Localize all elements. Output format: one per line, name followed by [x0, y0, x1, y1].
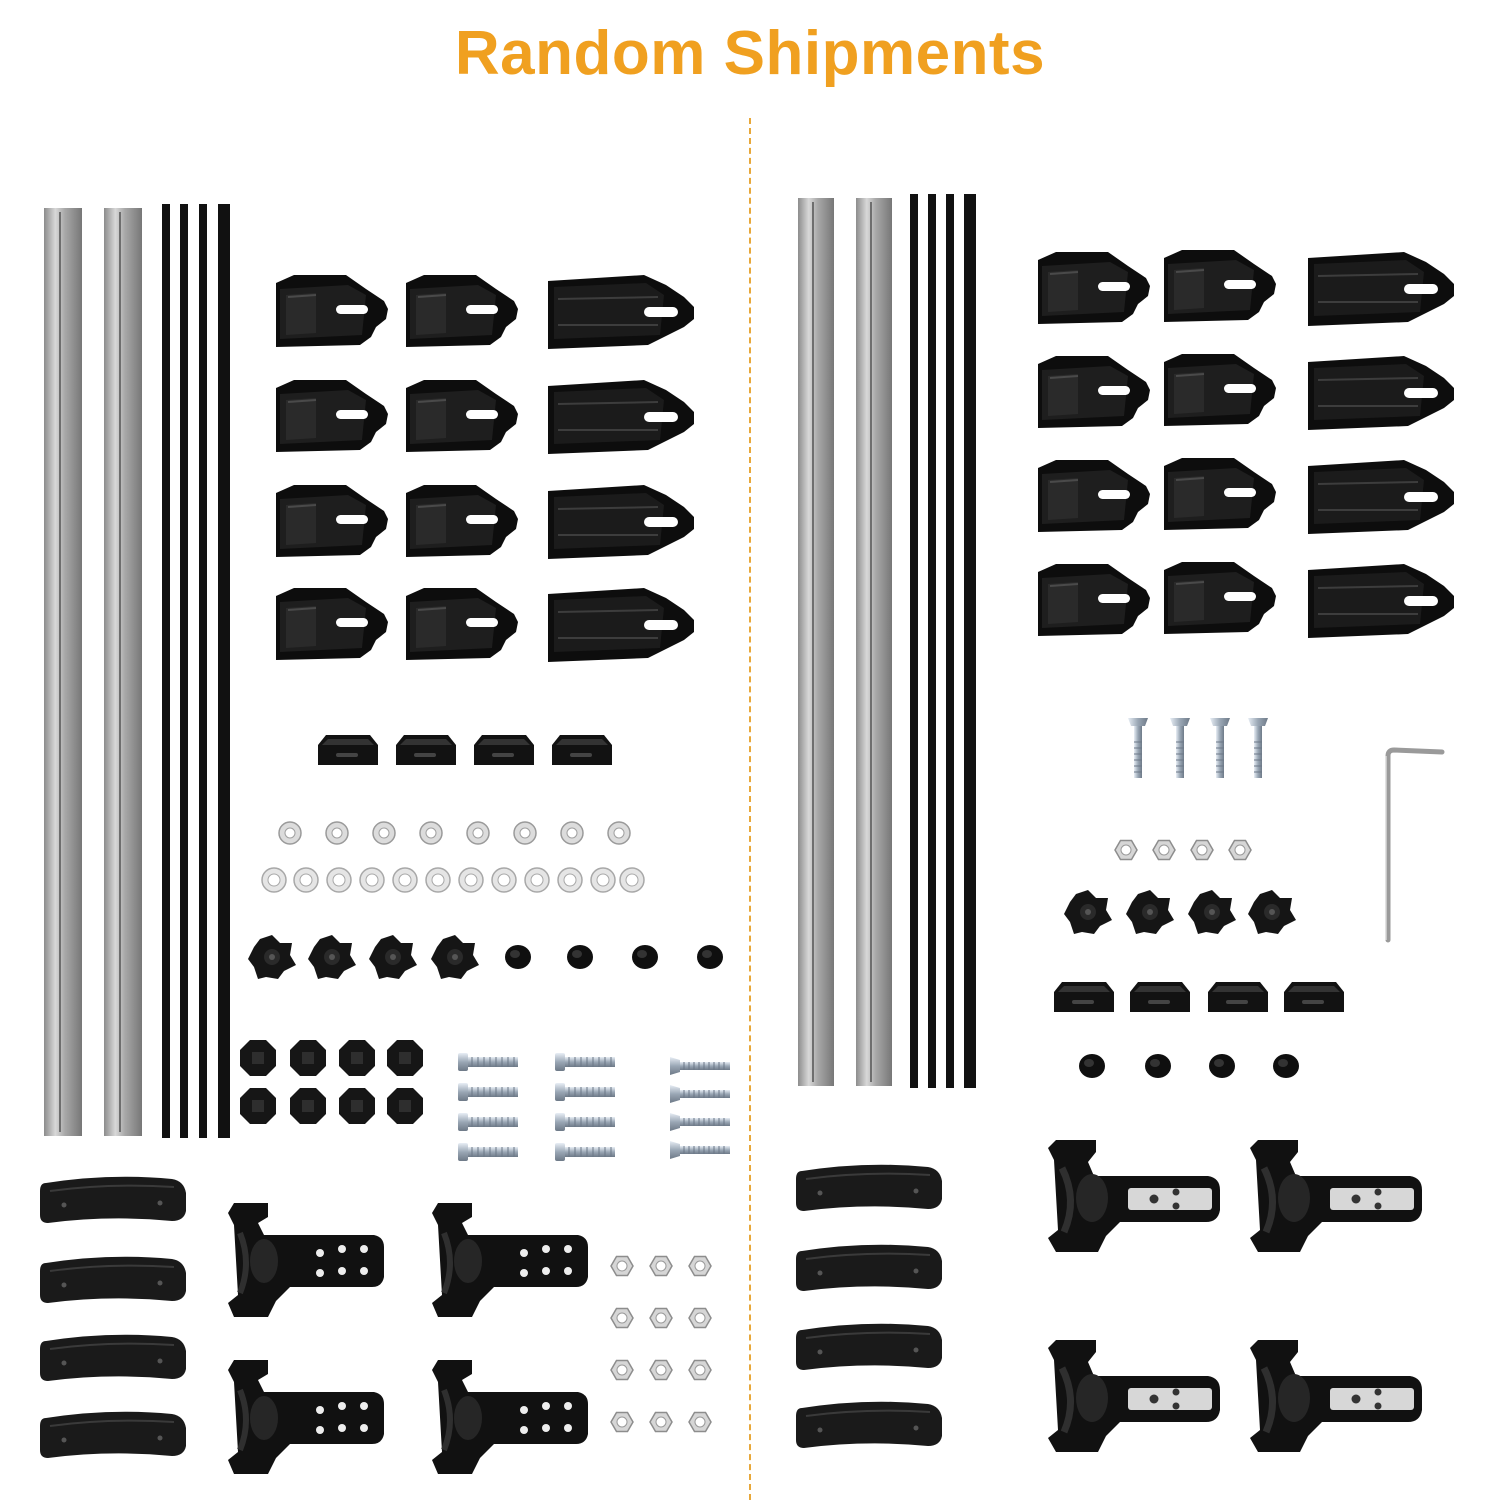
- right-kit-rubber-blocks: [1054, 982, 1344, 1012]
- left-kit-rubber-pads: [39, 1175, 187, 1459]
- left-kit-t-bolts: [457, 1052, 616, 1162]
- page-title: Random Shipments: [454, 19, 1046, 88]
- left-kit-rubber-blocks: [318, 735, 612, 765]
- right-kit-end-caps: [1079, 1054, 1299, 1078]
- kit-divider: [749, 118, 751, 1500]
- left-kit-screws: [669, 1056, 731, 1160]
- left-kit-mounting-brackets: [228, 1203, 588, 1474]
- right-kit-carriage-bolts: [1127, 717, 1269, 779]
- left-kit-t-nuts: [240, 1040, 423, 1124]
- left-kit-foot-brackets: [275, 274, 695, 663]
- left-kit-star-knobs: [248, 935, 479, 979]
- left-kit-black-rods: [162, 204, 230, 1138]
- right-kit-star-knobs: [1064, 890, 1296, 934]
- right-kit-aluminium-rails: [798, 198, 892, 1086]
- right-kit-mounting-brackets: [1048, 1140, 1422, 1452]
- right-kit-foot-brackets: [1037, 249, 1455, 639]
- left-kit-hex-nuts: [610, 1255, 712, 1433]
- left-kit-aluminium-rails: [44, 208, 142, 1136]
- right-kit-hex-nuts: [1114, 839, 1252, 861]
- right-kit-allen-key: [1385, 747, 1445, 943]
- right-kit-black-rods: [910, 194, 976, 1088]
- left-kit-end-caps: [505, 945, 723, 969]
- left-kit-washers: [261, 821, 645, 893]
- right-kit-rubber-pads: [795, 1163, 943, 1449]
